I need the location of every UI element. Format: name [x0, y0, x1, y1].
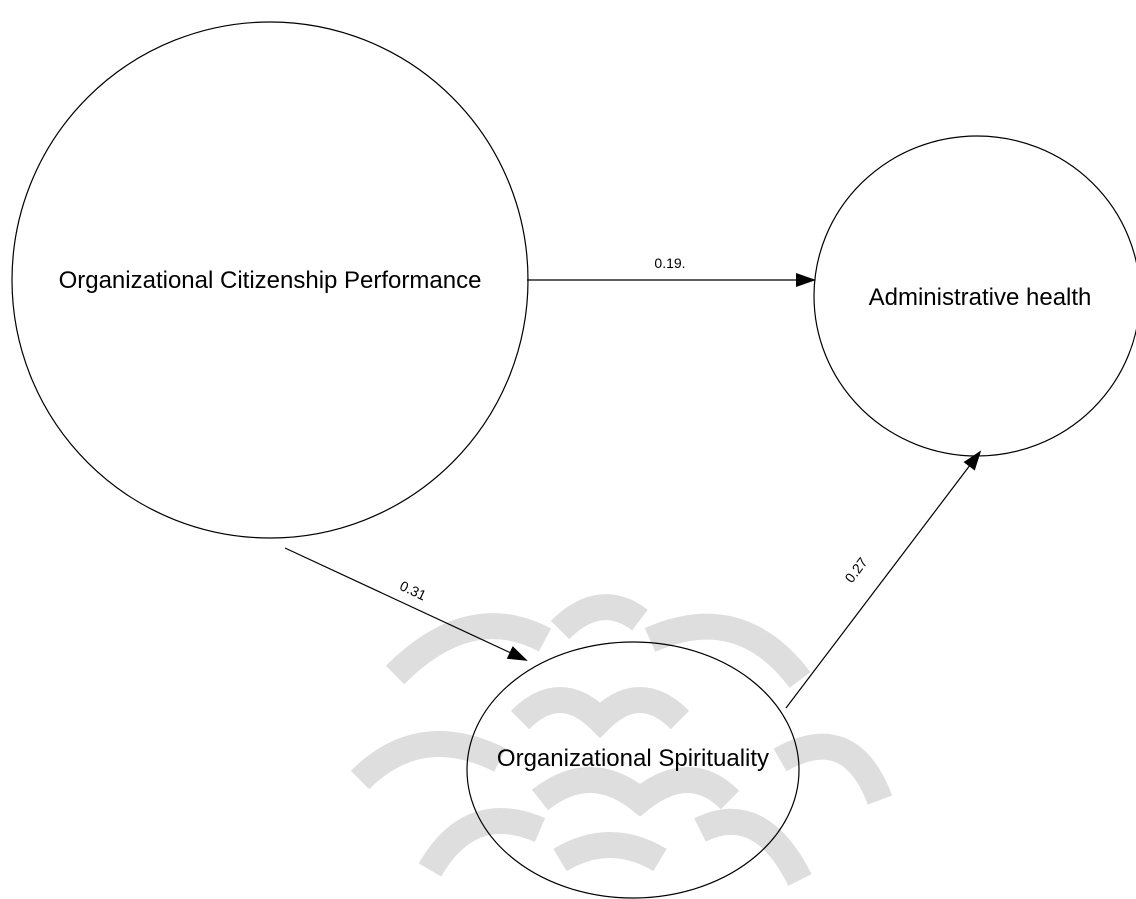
node-organizational-citizenship-performance: Organizational Citizenship Performance: [11, 21, 529, 539]
edge-label-ocp-to-ah: 0.19.: [654, 255, 685, 271]
node-os-label: Organizational Spirituality: [497, 745, 769, 772]
node-ocp-circle: [11, 21, 529, 539]
node-ah-label: Administrative health: [869, 284, 1092, 311]
edge-label-os-to-ah: 0.27: [841, 554, 870, 586]
edge-ocp-to-os: [284, 547, 528, 661]
watermark-rosette: [350, 594, 893, 887]
node-administrative-health: Administrative health: [813, 135, 1136, 457]
node-ocp-label: Organizational Citizenship Performance: [59, 267, 482, 294]
node-os-circle: [466, 641, 800, 899]
edge-os-to-ah: [785, 450, 982, 709]
edge-label-ocp-to-os: 0.31: [397, 577, 429, 603]
node-ah-circle: [813, 135, 1136, 457]
node-organizational-spirituality: Organizational Spirituality: [466, 641, 800, 899]
